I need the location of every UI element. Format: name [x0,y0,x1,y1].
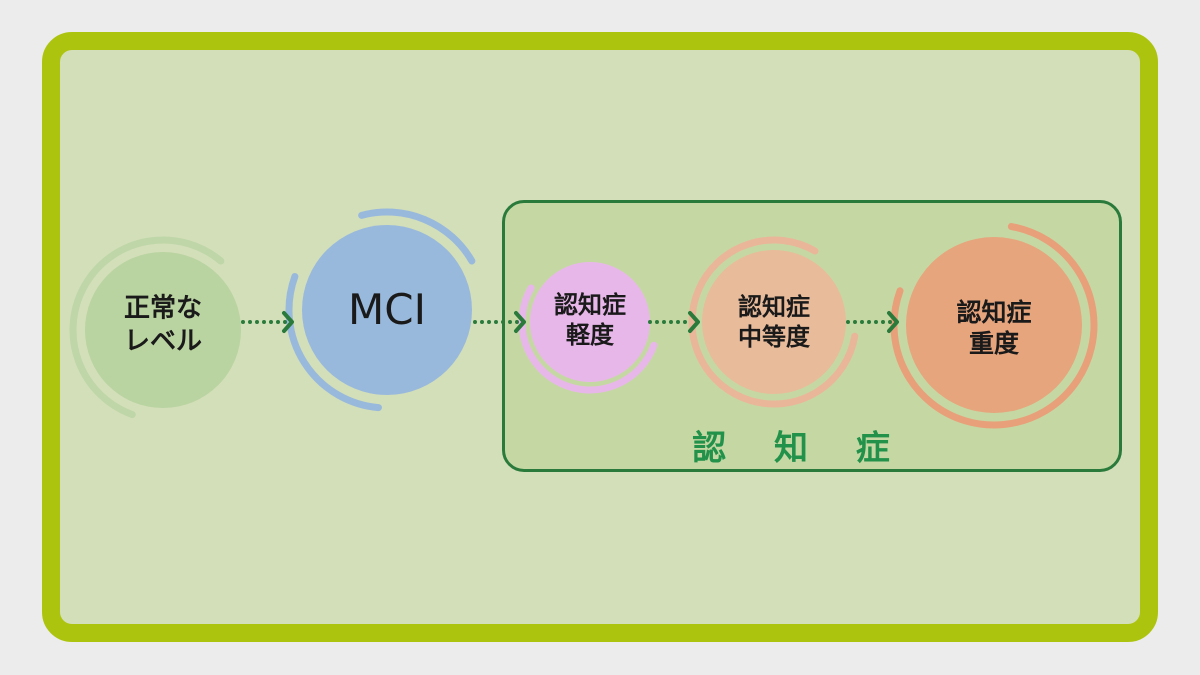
stage-mild-line2: 軽度 [566,321,614,349]
stage-normal-circle [85,252,241,408]
stage-severe-label: 認知症 重度 [956,297,1031,360]
stage-normal-line1: 正常な [123,293,203,324]
stage-severe-line2: 重度 [968,329,1020,358]
stage-mild-line1: 認知症 [554,291,626,319]
stage-moderate-label: 認知症 中等度 [738,292,810,352]
stage-moderate-line1: 認知症 [738,293,810,321]
arrow-head-icon [514,311,526,333]
stage-severe-circle [906,237,1082,413]
stage-mci-label: MCI [348,284,426,337]
arrow-head-icon [282,311,294,333]
stage-normal-ring [69,236,225,419]
stage-mci-line1: MCI [348,284,426,334]
stage-mci-ring-2 [358,208,476,265]
dementia-group-label: 認 知 症 [692,428,908,469]
stage-severe-ring [890,223,1098,429]
stage-normal-line2: レベル [123,326,203,356]
stage-severe-line1: 認知症 [956,297,1032,327]
stage-mci-circle [302,225,472,395]
stage-mci-ring [285,272,382,412]
arrow-head-icon [688,311,700,333]
stage-normal-label: 正常な レベル [124,293,202,358]
stage-mild-label: 認知症 軽度 [554,290,626,350]
stage-moderate-ring [688,236,859,408]
stage-moderate-circle [702,250,846,394]
stage-mild-circle [530,262,650,382]
stage-moderate-line2: 中等度 [738,323,810,351]
arrow-head-icon [887,311,899,333]
